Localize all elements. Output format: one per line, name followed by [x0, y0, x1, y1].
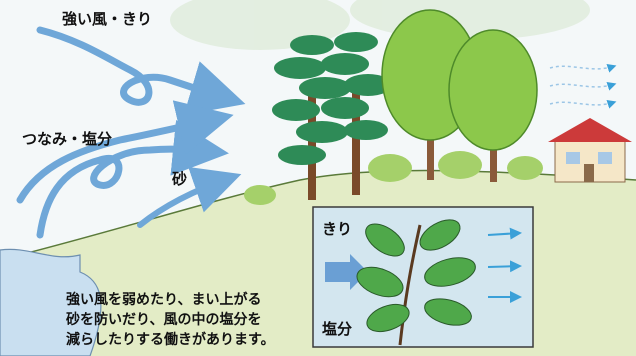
caption-line-1: 強い風を弱めたり、まい上がる [66, 292, 262, 308]
caption-line-2: 砂を防いだり、風の中の塩分を [66, 312, 262, 328]
house-icon [548, 118, 632, 183]
incoming-arrow-icon [325, 254, 368, 290]
leaf-branch-icon [356, 219, 476, 346]
outgoing-arrows-icon [487, 227, 522, 303]
shrubs [244, 151, 543, 205]
spray-arrow-icon [16, 100, 234, 239]
wind-arrow-icon [36, 26, 246, 116]
hill-outline [0, 169, 636, 261]
inset-label-salt: 塩分 [322, 320, 353, 338]
label-spray-salt: つなみ・塩分 [22, 130, 113, 148]
inset-label-fog: きり [322, 220, 353, 238]
sand-arrow-icon [137, 166, 242, 228]
caption-line-3: 減らしたりする働きがあります。 [66, 332, 275, 348]
sea [0, 248, 102, 356]
caption: 強い風を弱めたり、まい上がる 砂を防いだり、風の中の塩分を 減らしたりする働きが… [66, 290, 275, 350]
leaf-inset [312, 206, 534, 348]
broadleaf-tree-icon [448, 29, 538, 182]
label-sand: 砂 [172, 170, 188, 188]
label-wind-fog: 強い風・きり [62, 10, 153, 28]
wind-lines-icon [549, 63, 617, 109]
pine-tree-icon [321, 32, 392, 195]
pine-tree-icon [272, 35, 351, 200]
